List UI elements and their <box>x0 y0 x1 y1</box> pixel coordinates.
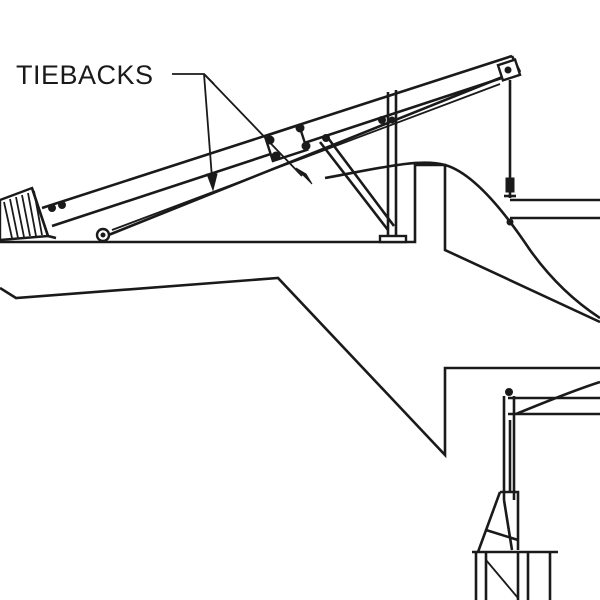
lower-hanger-post <box>502 396 516 500</box>
tieback-cable-upper <box>111 83 501 231</box>
tieback-cables <box>95 74 506 243</box>
curved-roof-edge <box>324 161 600 320</box>
diagonal-strut <box>318 137 396 231</box>
callout-arrowhead-2 <box>295 167 313 185</box>
callout-arrow-line-2 <box>203 73 303 177</box>
callout-arrowhead-1 <box>206 173 218 192</box>
vertical-post <box>386 90 398 238</box>
building-structure <box>0 161 600 459</box>
counterweight <box>0 186 57 242</box>
tieback-cable-lower <box>105 74 506 238</box>
post-base-plate <box>378 234 408 244</box>
callout-arrow-line-1 <box>203 73 213 179</box>
tail-bolt <box>48 204 56 212</box>
stage-platform <box>472 550 558 600</box>
lower-davit-rig <box>472 380 600 600</box>
anchor-eye-center <box>100 232 106 238</box>
stage-frame <box>476 490 520 553</box>
supports <box>318 90 408 244</box>
tiebacks-label: TIEBACKS <box>16 60 154 90</box>
tiebacks-callout: TIEBACKS <box>16 60 313 192</box>
turnbuckle <box>505 177 515 193</box>
slab-underside <box>0 276 600 459</box>
upper-ledge <box>510 198 600 220</box>
lower-davit-curve <box>515 380 600 416</box>
tail-bolt-2 <box>58 201 66 209</box>
center-clamp <box>263 116 386 163</box>
roof-slab-outline <box>0 163 600 324</box>
nose-hanger <box>496 58 522 226</box>
